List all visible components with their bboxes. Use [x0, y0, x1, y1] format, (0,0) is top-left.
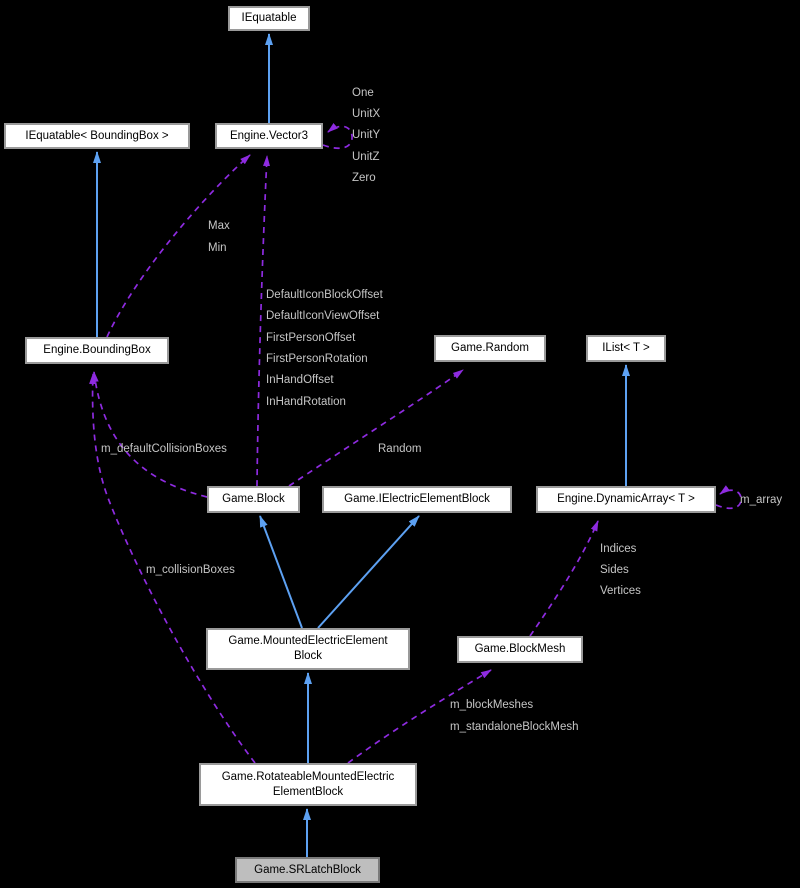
node-game-srlatchblock-current: Game.SRLatchBlock	[235, 857, 380, 883]
edge-label-inhandrotation: InHandRotation	[266, 396, 346, 408]
edge-label-m-blockmeshes: m_blockMeshes	[450, 699, 534, 711]
edge-label-firstpersonrotation: FirstPersonRotation	[266, 353, 368, 365]
edge-label-vertices: Vertices	[600, 585, 641, 597]
node-label-line1: Game.RotateableMountedElectric	[221, 770, 395, 783]
node-label: IEquatable	[241, 12, 297, 24]
node-label: Game.BlockMesh	[474, 643, 566, 655]
edge-label-max: Max	[208, 220, 230, 232]
edge-usage-boundingbox-to-vector3	[106, 154, 251, 338]
node-label-line2: ElementBlock	[272, 785, 344, 798]
node-iequatable-boundingbox[interactable]: IEquatable< BoundingBox >	[4, 123, 190, 149]
edge-label-zero: Zero	[352, 172, 376, 184]
edge-inheritance-mounted-to-block	[259, 515, 303, 629]
node-label: Engine.Vector3	[229, 129, 308, 142]
edge-label-m-collisionboxes: m_collisionBoxes	[146, 564, 235, 576]
node-label: Game.IElectricElementBlock	[344, 493, 490, 505]
edge-label-one: One	[352, 87, 374, 99]
edge-usage-vector3-self-loop	[322, 122, 353, 149]
node-label: Game.Block	[222, 493, 285, 505]
edge-label-m-defaultcollisionboxes: m_defaultCollisionBoxes	[101, 443, 227, 455]
node-game-random[interactable]: Game.Random	[434, 335, 546, 362]
node-engine-boundingbox[interactable]: Engine.BoundingBox	[25, 337, 169, 364]
node-ilist-t[interactable]: IList< T >	[586, 335, 666, 362]
edge-label-unitx: UnitX	[352, 108, 381, 120]
node-label: Engine.DynamicArray< T >	[557, 493, 695, 505]
edge-label-unitz: UnitZ	[352, 151, 380, 163]
node-engine-vector3[interactable]: Engine.Vector3	[215, 123, 323, 149]
edge-label-sides: Sides	[600, 564, 629, 576]
edge-label-indices: Indices	[600, 543, 637, 555]
node-label: IEquatable< BoundingBox >	[25, 129, 169, 142]
edge-label-m-array: m_array	[740, 494, 783, 506]
edge-usage-rotateable-to-boundingbox	[89, 373, 256, 764]
node-label-line2: Block	[293, 650, 323, 662]
node-game-blockmesh[interactable]: Game.BlockMesh	[457, 636, 583, 663]
edge-usage-rotateable-to-blockmesh	[347, 669, 492, 764]
edge-inheritance-mounted-to-ielectricelementblock	[317, 515, 420, 629]
node-game-block[interactable]: Game.Block	[207, 486, 300, 513]
edge-usage-block-to-boundingbox	[91, 371, 208, 498]
edge-usage-blockmesh-to-dynamicarray	[529, 520, 599, 637]
node-game-mountedelectricelementblock[interactable]: Game.MountedElectricElement Block	[206, 628, 410, 670]
edge-label-min: Min	[208, 242, 227, 254]
node-game-ielectricelementblock[interactable]: Game.IElectricElementBlock	[322, 486, 512, 513]
node-game-rotateablemountedelectricelementblock[interactable]: Game.RotateableMountedElectric ElementBl…	[199, 763, 417, 806]
edge-label-inhandoffset: InHandOffset	[266, 374, 334, 386]
edge-label-unity: UnitY	[352, 129, 381, 141]
edge-usage-block-to-random	[288, 369, 464, 487]
node-engine-dynamicarray-t[interactable]: Engine.DynamicArray< T >	[536, 486, 716, 513]
node-label: Engine.BoundingBox	[43, 344, 151, 356]
edge-label-defaulticonblockoffset: DefaultIconBlockOffset	[266, 289, 383, 301]
node-iequatable[interactable]: IEquatable	[228, 6, 310, 31]
node-label: Game.Random	[451, 342, 529, 354]
edge-usage-block-to-vector3	[256, 155, 271, 487]
edge-label-firstpersonoffset: FirstPersonOffset	[266, 332, 356, 344]
node-label: IList< T >	[602, 342, 650, 354]
node-label: Game.SRLatchBlock	[254, 863, 361, 876]
edge-label-defaulticonviewoffset: DefaultIconViewOffset	[266, 310, 380, 322]
edge-label-random: Random	[378, 443, 422, 455]
node-label-line1: Game.MountedElectricElement	[228, 635, 388, 647]
edge-label-m-standaloneblockmesh: m_standaloneBlockMesh	[450, 721, 579, 733]
edge-usage-dynamicarray-self-loop	[715, 485, 742, 510]
